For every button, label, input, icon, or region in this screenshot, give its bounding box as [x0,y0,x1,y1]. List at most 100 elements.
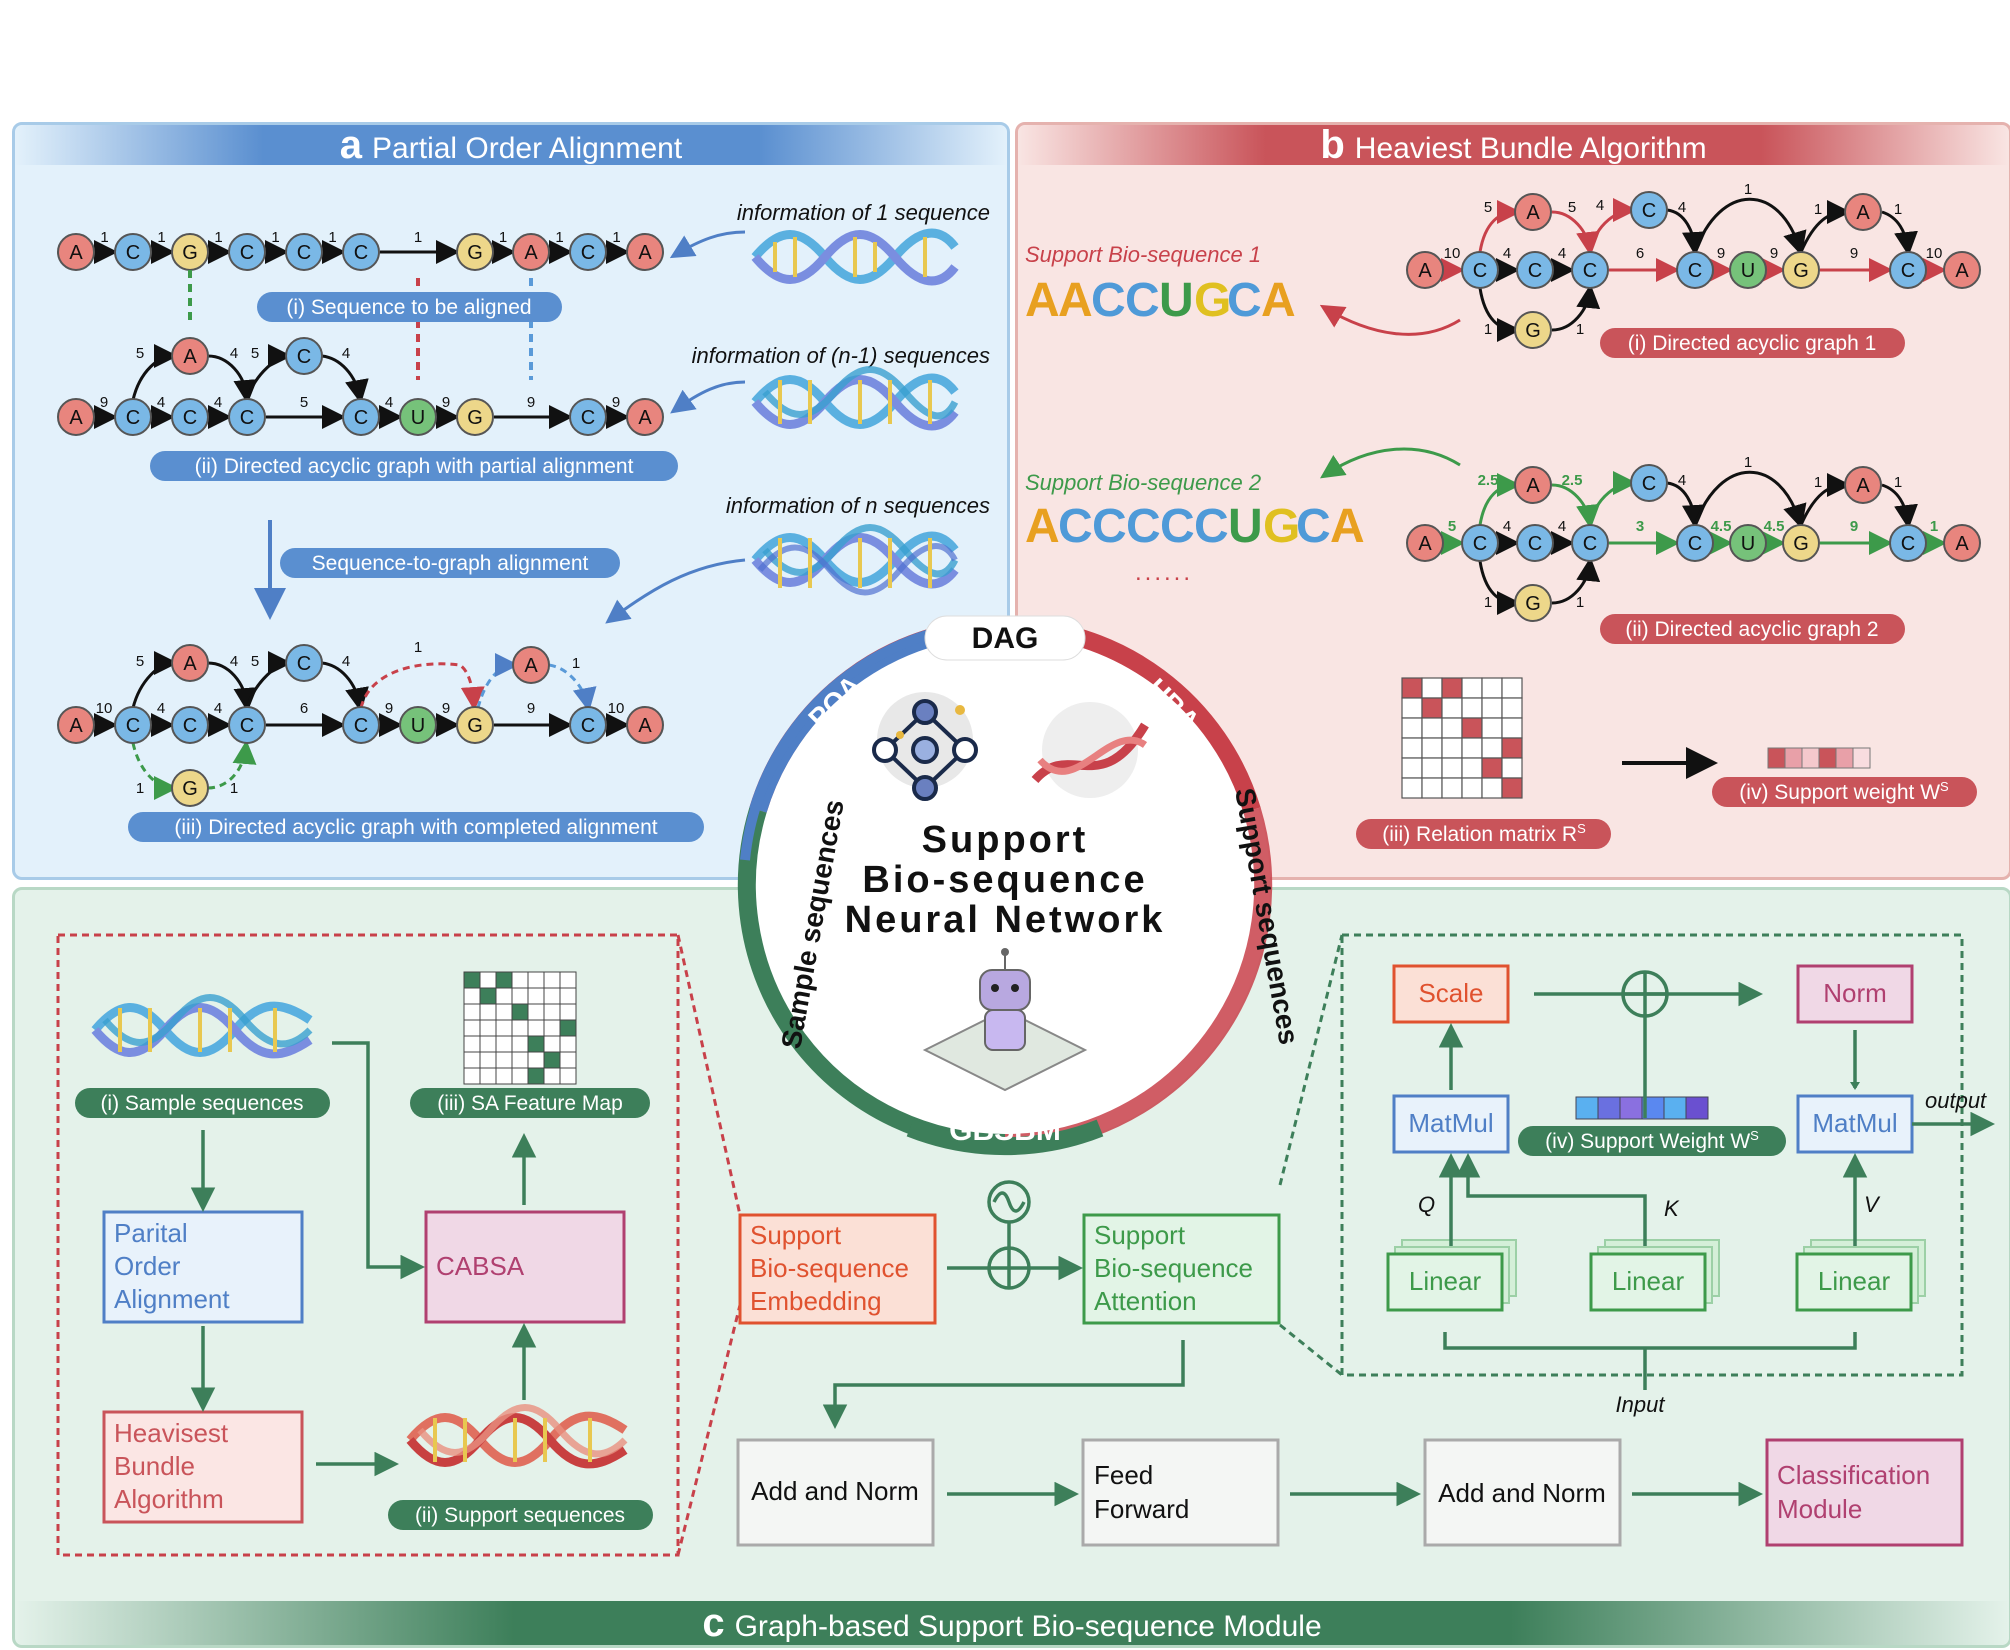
map-cell [527,971,545,989]
node-A: A [1844,193,1882,231]
svg-text:C: C [1901,260,1915,282]
edge [1551,483,1600,529]
node-A: A [626,233,664,271]
node-C: C [1676,524,1714,562]
caption-support-weight: (iv) Support weight WS [1739,779,1949,804]
map-cell [543,1051,561,1069]
svg-text:A: A [1856,475,1870,497]
map-cell [511,987,529,1005]
edge-weight: 1 [612,229,620,246]
map-cell [527,1067,545,1085]
network-icon [872,692,978,801]
map-cell [479,1051,497,1069]
seq-to-graph-label: Sequence-to-graph alignment [312,552,589,575]
edge [1799,473,1851,526]
poa-box-line2: Order [114,1251,181,1281]
matrix-cell [1501,757,1523,779]
node-G: G [1514,311,1552,349]
edge-weight: 4 [342,653,350,670]
svg-text:C: C [1583,260,1597,282]
dag-label: DAG [972,622,1039,655]
support-weight-bar-c [1575,1096,1709,1120]
map-cell [511,1067,529,1085]
svg-text:A: A [1955,260,1969,282]
map-cell [527,1019,545,1037]
cabsa-detail-box [56,933,680,1557]
map-cell [495,1051,513,1069]
map-cell [495,1019,513,1037]
center-title-1: Support [922,819,1089,861]
center-title-3: Neural Network [845,899,1166,941]
embedding-line3: Embedding [750,1286,882,1316]
edge [1666,208,1706,256]
map-cell [479,987,497,1005]
svg-text:G: G [467,407,483,429]
edge [1588,198,1637,253]
edge-weight: 2.5 [1562,472,1583,489]
svg-text:A: A [1955,533,1969,555]
embedding-line2: Bio-sequence [750,1253,909,1283]
add-norm-box-2 [1423,1438,1622,1547]
map-cell [495,971,513,989]
linear-box-2: Linear [1589,1239,1720,1312]
matrix-cell [1401,717,1423,739]
svg-text:C: C [1688,260,1702,282]
weight-cell [1767,747,1786,769]
info-1-sequence: information of 1 sequence [737,200,990,225]
svg-text:C: C [1642,200,1656,222]
poa-box-line3: Alignment [114,1284,230,1314]
node-G: G [1514,584,1552,622]
matrix-cell [1401,757,1423,779]
edge [321,354,369,404]
matrix-cell [1441,757,1463,779]
q-label: Q [1418,1192,1435,1217]
edge-weight: 1 [414,639,422,656]
edge [207,354,258,404]
matrix-cell [1421,777,1443,799]
map-cell [543,1019,561,1037]
matrix-cell [1441,777,1463,799]
map-cell [559,1067,577,1085]
dna-helix-icon [751,228,959,286]
matrix-cell [1501,717,1523,739]
add-norm-label-1: Add and Norm [751,1476,919,1506]
map-cell [559,971,577,989]
zoom-line [676,934,742,1216]
zoom-line [676,1304,742,1556]
svg-text:A: A [524,655,538,677]
map-cell [559,1003,577,1021]
node-U: U [399,398,437,436]
svg-text:C: C [240,715,254,737]
edge-weight: 4 [1503,245,1511,262]
matmul-label-2: MatMul [1812,1108,1897,1138]
node-C: C [228,398,266,436]
map-cell [511,1051,529,1069]
caption-pill [1600,328,1905,358]
edge [131,344,178,401]
edge-weight: 6 [1636,245,1644,262]
node-C: C [228,706,266,744]
edge-weight: 1 [1576,321,1584,338]
node-A: A [57,233,95,271]
info-n-sequences: information of n sequences [726,493,990,518]
svg-text:C: C [297,242,311,264]
linear-label: Linear [1409,1266,1482,1296]
svg-text:C: C [1528,533,1542,555]
svg-text:C: C [297,346,311,368]
svg-text:A: A [69,407,83,429]
svg-text:A: A [638,407,652,429]
node-C: C [285,337,323,375]
seq-letter: G [1194,274,1231,327]
support-seq-2-label: Support Bio-sequence 2 [1025,470,1261,495]
linear-label: Linear [1612,1266,1685,1296]
matrix-cell [1421,757,1443,779]
